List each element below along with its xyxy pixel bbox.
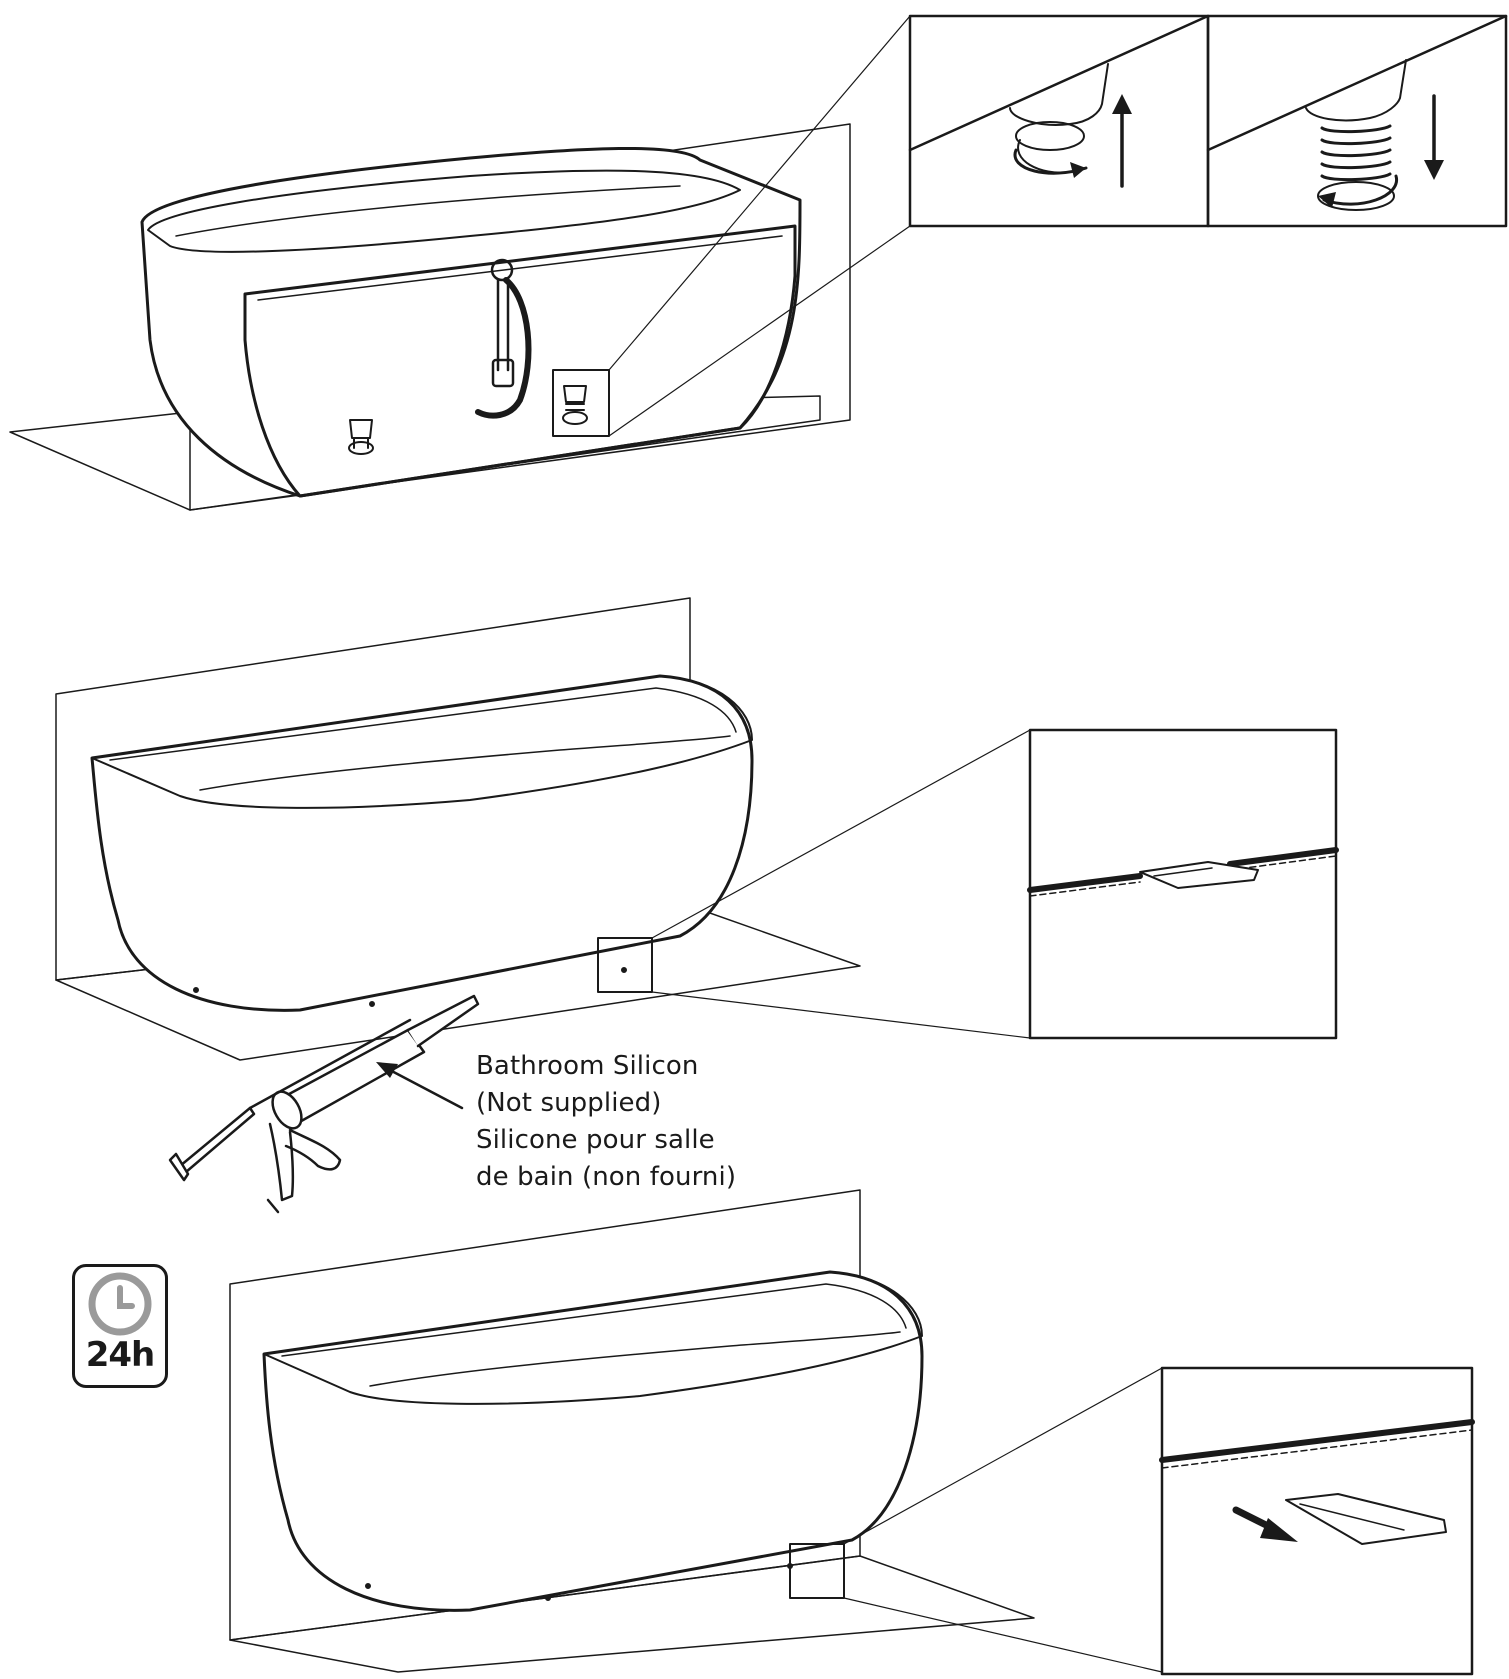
- step1-floor: [9, 395, 821, 511]
- step3-tub-scene: [229, 1189, 1163, 1673]
- waste-pipe: [475, 258, 532, 419]
- silicon-caption-line3: Silicone pour salle: [476, 1125, 715, 1155]
- step1-foot-left: [348, 419, 374, 455]
- step1-open-panel: [243, 224, 797, 498]
- step3-floor: [229, 1555, 1035, 1673]
- threaded-spindle: [1320, 124, 1392, 182]
- timer-badge: 24h: [72, 1264, 168, 1388]
- silicon-caption-line1: Bathroom Silicon: [476, 1051, 699, 1081]
- step3-tub-rim: [263, 1271, 923, 1405]
- label-pointer-arrow: [376, 1062, 464, 1110]
- step1-zoom-box: [552, 369, 610, 437]
- silicon-caption-line2: (Not supplied): [476, 1088, 662, 1118]
- step3-zoom-box: [789, 1543, 845, 1599]
- step3-tub-body: [262, 1270, 924, 1612]
- silicone-gun-icon: [168, 994, 480, 1214]
- rotate-arrow-icon: [1322, 174, 1398, 206]
- step1-tub-body: [140, 146, 802, 498]
- detail-panel-raise: [908, 14, 1210, 228]
- step2-zoom-box: [597, 937, 653, 993]
- detail-panel-remove-tab: [1159, 1366, 1475, 1676]
- clock-icon: [88, 1272, 152, 1336]
- step2-tub-rim: [91, 675, 753, 809]
- silicon-caption: Bathroom Silicon (Not supplied) Silicone…: [476, 1048, 736, 1196]
- silicone-bead: [1027, 847, 1339, 893]
- step1-tub-scene: [9, 15, 911, 511]
- detail-panel-silicone: [1027, 728, 1339, 1040]
- foot-tab: [1285, 1493, 1447, 1545]
- silicon-caption-line4: de bain (non fourni): [476, 1162, 737, 1192]
- timer-badge-text: 24h: [85, 1335, 156, 1375]
- foot-tab: [1139, 861, 1259, 889]
- detail-panel-lower: [1206, 14, 1508, 228]
- step2-tub-scene: [55, 597, 1031, 1061]
- step1-foot-right: [562, 385, 588, 425]
- step1-tub-rim: [147, 169, 741, 253]
- silicone-bead: [1159, 1419, 1475, 1463]
- step2-tub-body: [90, 674, 754, 1012]
